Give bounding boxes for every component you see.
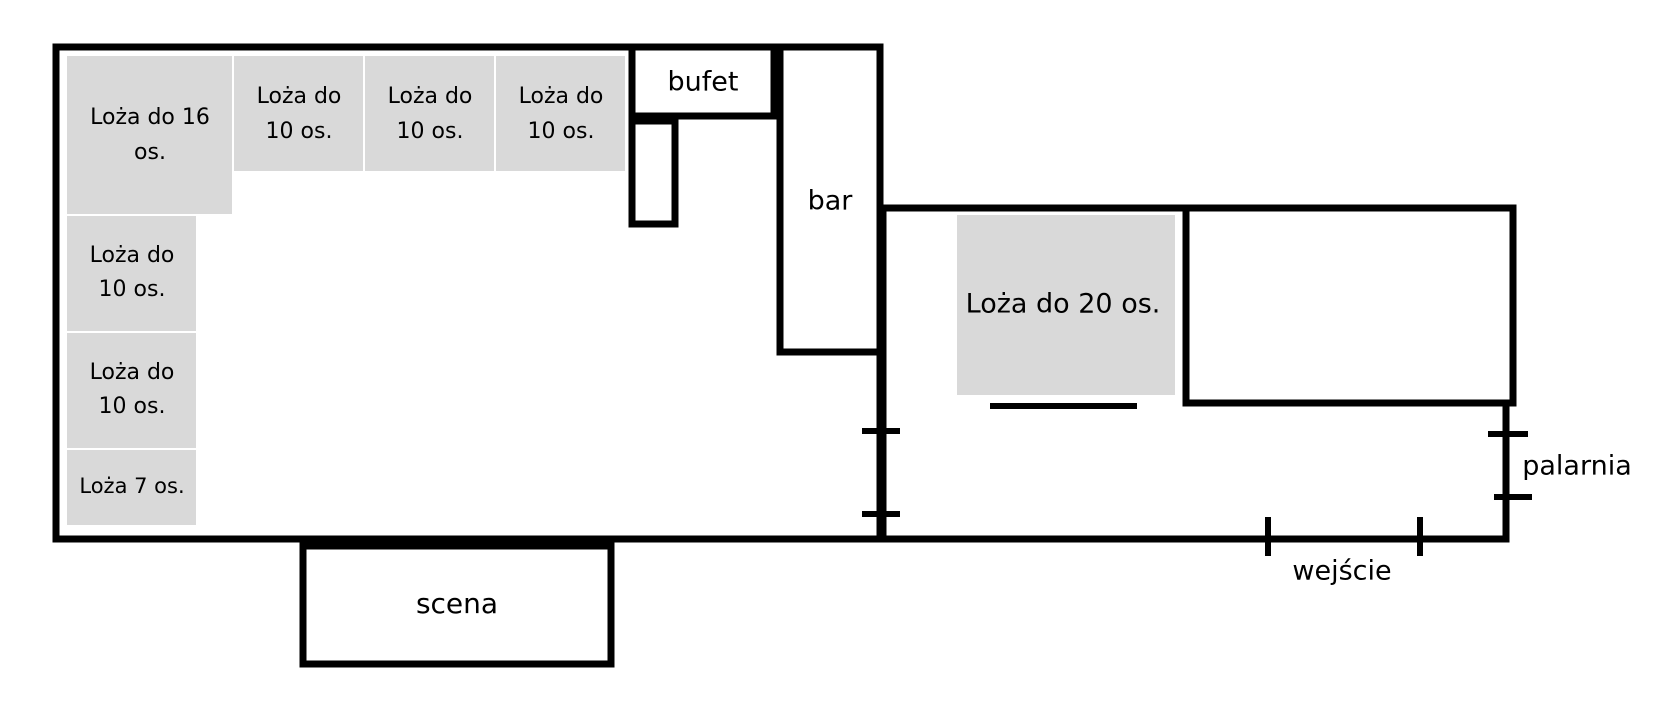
booth-10-top-2-label-line2: 10 os. <box>397 119 464 144</box>
stage-wall <box>299 542 615 668</box>
booth-10-top-1[interactable] <box>232 54 365 173</box>
booth-10-top-1-label-line2: 10 os. <box>266 119 333 144</box>
booth-10-top-1-label-line1: Loża do <box>257 84 342 109</box>
booth-10-left-2[interactable] <box>65 331 198 450</box>
stage-label: scena <box>416 587 498 620</box>
booth-10-left-2-label-line1: Loża do <box>90 360 175 385</box>
booth-10-left-1-label-line2: 10 os. <box>99 277 166 302</box>
booth-10-top-2-label-line1: Loża do <box>388 84 473 109</box>
booth-labels: Loża do 16 os. Loża do 10 os. Loża do 10… <box>79 84 1160 498</box>
bufet-wall <box>628 43 778 120</box>
bufet-label: bufet <box>668 67 739 98</box>
annex-room-wall <box>1182 204 1517 407</box>
booth-20[interactable] <box>955 213 1177 397</box>
bar-label: bar <box>808 186 854 217</box>
booth-16[interactable] <box>65 54 234 216</box>
booth-10-top-3[interactable] <box>494 54 627 173</box>
door-markers <box>862 428 1532 556</box>
booth-10-top-3-label-line2: 10 os. <box>528 119 595 144</box>
booth-7-label: Loża 7 os. <box>79 474 184 498</box>
area-labels: bufet bar scena wejście palarnia <box>416 67 1632 621</box>
booth-16-label-line1: Loża do 16 <box>90 105 210 130</box>
smoking-room-label: palarnia <box>1522 451 1632 482</box>
bar-wall <box>776 43 884 356</box>
walls <box>52 43 1517 668</box>
bufet-pillar <box>628 117 679 228</box>
booth-7[interactable] <box>65 448 198 527</box>
entrance-label: wejście <box>1292 556 1391 587</box>
booth-10-left-1-label-line1: Loża do <box>90 243 175 268</box>
booth-10-top-3-label-line1: Loża do <box>519 84 604 109</box>
booth-10-left-1[interactable] <box>65 214 198 333</box>
booth-16-label-line2: os. <box>134 140 166 165</box>
booths <box>65 54 1177 527</box>
booth-20-label: Loża do 20 os. <box>966 289 1161 320</box>
booth-10-top-2[interactable] <box>363 54 496 173</box>
booth-10-left-2-label-line2: 10 os. <box>99 394 166 419</box>
